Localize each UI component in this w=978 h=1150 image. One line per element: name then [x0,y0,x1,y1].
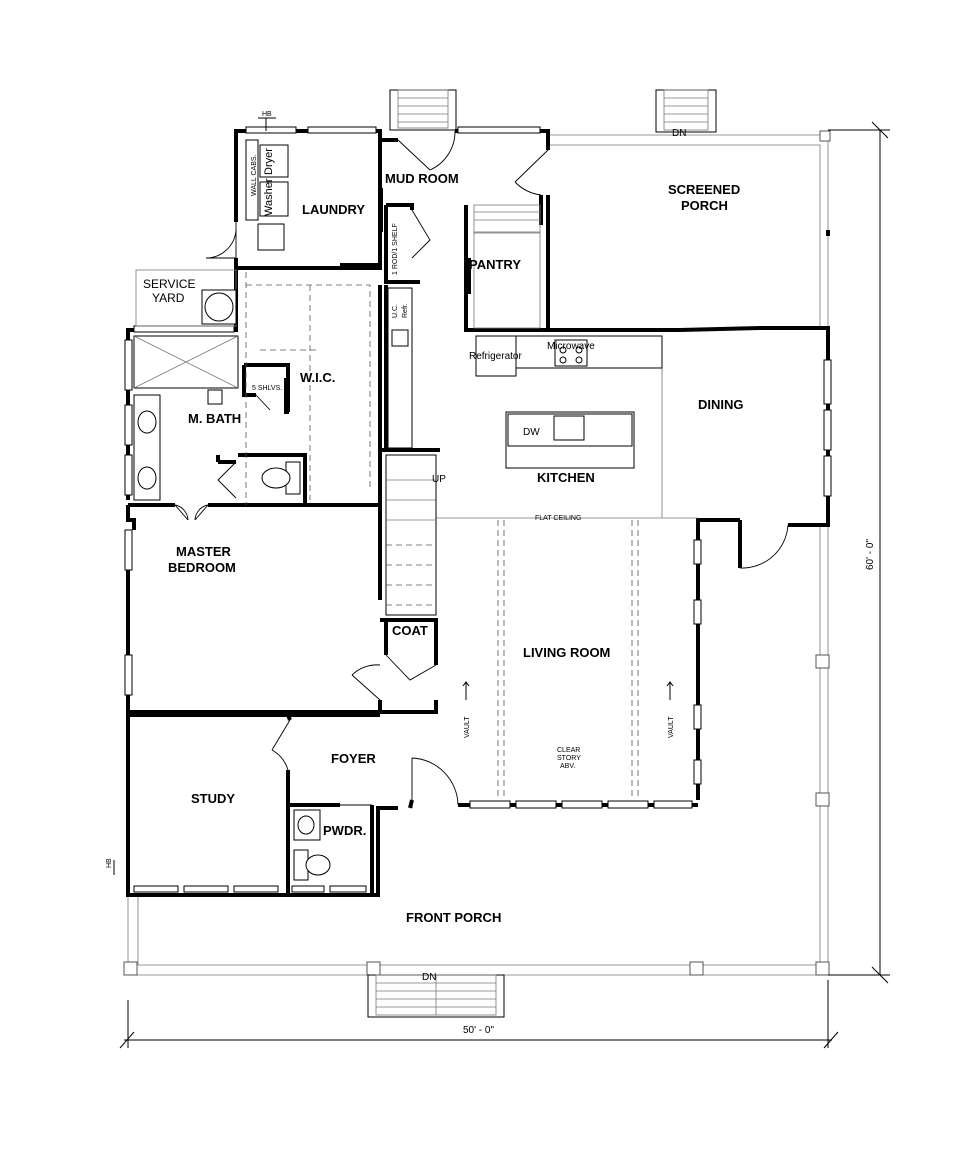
label-rod-shelf: 1 ROD/1 SHELF [392,223,399,275]
front-steps [367,974,505,1018]
annotations: HB HB DN DN WALL CABS. Dryer Washer 1 RO… [106,111,876,1036]
room-labels: MUD ROOM SCREENED PORCH LAUNDRY PANTRY S… [143,171,744,925]
vault-arrows [435,480,674,700]
label-m-bath: M. BATH [188,411,241,426]
label-flat-ceiling: FLAT CEILING [535,515,581,522]
label-pantry: PANTRY [469,257,521,272]
label-vault-left: VAULT [464,716,471,738]
label-master-bedroom-2: BEDROOM [168,560,236,575]
label-hb-top: HB [262,111,272,118]
porch-column [366,961,381,976]
label-refrigerator: Refrigerator [469,351,522,362]
label-screened-porch-2: PORCH [681,198,728,213]
dimension-width: 50' - 0" [463,1025,494,1036]
fixtures [133,139,663,881]
label-mud-room: MUD ROOM [385,171,459,186]
label-living-room: LIVING ROOM [523,645,610,660]
toilet [305,854,331,876]
hvac-unit [204,292,234,322]
label-dryer: Dryer [263,148,275,175]
top-left-steps [389,89,457,131]
label-uc-refr-1: U.C. [392,304,399,318]
label-dw: DW [523,427,540,438]
label-laundry: LAUNDRY [302,202,365,217]
label-uc-refr-2: Refr. [402,303,409,318]
porch-column [815,961,830,976]
label-washer: Washer [263,178,275,216]
top-right-steps [655,89,717,133]
label-up: UP [432,474,446,485]
porch-column [815,654,830,669]
porch-outline [123,130,831,976]
label-five-shlvs: 5 SHLVS. [252,385,282,392]
walls [126,129,830,897]
label-dining: DINING [698,397,744,412]
label-foyer: FOYER [331,751,376,766]
label-vault-right: VAULT [668,716,675,738]
counter [515,335,663,369]
label-wall-cabs: WALL CABS. [251,154,258,196]
doors [174,130,789,808]
label-study: STUDY [191,791,235,806]
washer [259,181,289,217]
windows [124,126,832,893]
porch-column [123,961,138,976]
label-hb-left: HB [106,858,113,868]
dimension-lines [113,117,890,1049]
island-sink [553,415,585,441]
label-microwave: Microwave [547,341,595,352]
label-front-porch: FRONT PORCH [406,910,501,925]
label-service-yard-1: SERVICE [143,277,195,291]
label-kitchen: KITCHEN [537,470,595,485]
label-clear-story-3: ABV. [560,763,575,770]
label-master-bedroom-1: MASTER [176,544,232,559]
laundry-sink [257,223,285,251]
wall-cabinets [245,139,259,221]
porch-column [815,792,830,807]
label-service-yard-2: YARD [152,291,185,305]
label-dn-top: DN [672,128,686,139]
overhead-lines [245,272,698,800]
porch-column [689,961,704,976]
label-wic: W.I.C. [300,370,335,385]
dryer [259,144,289,178]
label-dn-bottom: DN [422,972,436,983]
label-clear-story-1: CLEAR [557,747,580,754]
label-screened-porch-1: SCREENED [668,182,740,197]
porch-column [819,130,831,142]
label-coat: COAT [392,623,428,638]
toilet [261,467,291,489]
dimension-depth: 60' - 0" [865,539,876,570]
label-clear-story-2: STORY [557,755,581,762]
label-pwdr: PWDR. [323,823,366,838]
refrigerator [475,335,517,377]
